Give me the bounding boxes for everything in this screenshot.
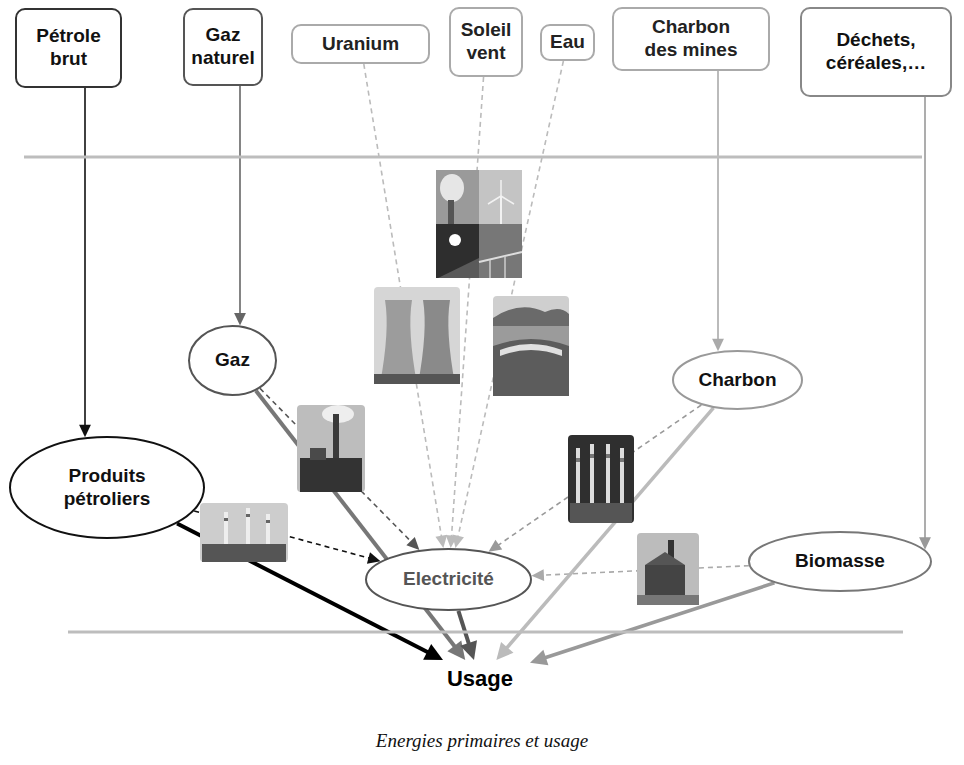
arrowhead: [234, 313, 246, 326]
carrier-ellipse: Charbon: [672, 350, 803, 410]
carrier-ellipse: Biomasse: [748, 531, 932, 592]
flow-arrow: [79, 88, 91, 437]
figure-caption: Energies primaires et usage: [0, 730, 964, 752]
source-box: Charbon des mines: [612, 7, 770, 71]
node-label: Charbon: [692, 369, 783, 392]
arrowhead: [423, 644, 443, 660]
source-box: Eau: [540, 24, 595, 61]
node-label: Soleil vent: [456, 19, 516, 65]
arrowhead: [447, 641, 465, 660]
flow-line: [239, 86, 241, 315]
arrowhead: [496, 642, 513, 660]
arrowhead: [367, 552, 381, 563]
arrowhead: [452, 535, 464, 549]
node-label: Electricité: [393, 568, 504, 591]
source-box: Déchets, céréales,…: [800, 7, 952, 97]
separator-line: [24, 156, 922, 159]
oil-plant-photo: [200, 503, 288, 562]
arrowhead: [435, 535, 447, 548]
source-box: Pétrole brut: [15, 8, 122, 88]
source-box: Gaz naturel: [183, 8, 263, 86]
flow-arrow: [496, 408, 713, 660]
source-box: Soleil vent: [449, 7, 523, 77]
node-label: Uranium: [301, 33, 420, 56]
carrier-ellipse: Electricité: [365, 548, 532, 611]
ellipse-shape: [10, 437, 204, 538]
node-label: Gaz naturel: [190, 24, 256, 70]
carrier-ellipse: Gaz: [188, 325, 277, 396]
flow-arrow: [712, 71, 724, 351]
ellipse-shape: [749, 532, 931, 591]
arrowhead: [530, 650, 548, 666]
node-label: Usage: [436, 666, 524, 692]
node-label: Déchets, céréales,…: [812, 29, 940, 75]
coal-plant-photo: [568, 435, 634, 523]
flow-arrow: [530, 583, 774, 665]
ellipse-shape: [189, 326, 276, 395]
node-label: Biomasse: [778, 550, 902, 573]
node-label: Gaz: [202, 349, 263, 372]
separator-line: [68, 631, 903, 634]
arrowhead: [712, 339, 724, 352]
carrier-ellipse: Produits pétroliers: [9, 436, 205, 539]
arrowhead: [460, 640, 477, 660]
biomass-plant-photo: [637, 533, 699, 605]
usage-label: Usage: [430, 660, 530, 698]
source-box: Uranium: [291, 24, 430, 64]
node-label: Charbon des mines: [643, 16, 739, 62]
flow-line: [497, 405, 702, 546]
ellipse-shape: [366, 549, 531, 610]
flow-line: [717, 71, 719, 341]
node-label: Eau: [547, 31, 588, 54]
node-label: Pétrole brut: [27, 25, 110, 71]
flow-line: [84, 88, 86, 427]
ellipse-shape: [673, 351, 802, 409]
flow-line: [924, 97, 926, 540]
flow-arrow: [234, 86, 246, 326]
arrowhead: [531, 569, 544, 581]
renewables-photo: [436, 170, 522, 278]
gas-plant-photo: [297, 405, 365, 492]
dam-photo: [493, 296, 569, 396]
node-label: Produits pétroliers: [54, 465, 160, 511]
flow-arrow: [919, 97, 931, 550]
arrowhead: [79, 425, 91, 438]
arrowhead: [489, 540, 503, 552]
flow-arrow: [489, 405, 702, 552]
nuclear-plant-photo: [374, 287, 460, 384]
arrowhead: [406, 537, 419, 550]
flow-arrow: [458, 611, 477, 660]
flow-line: [458, 611, 469, 647]
